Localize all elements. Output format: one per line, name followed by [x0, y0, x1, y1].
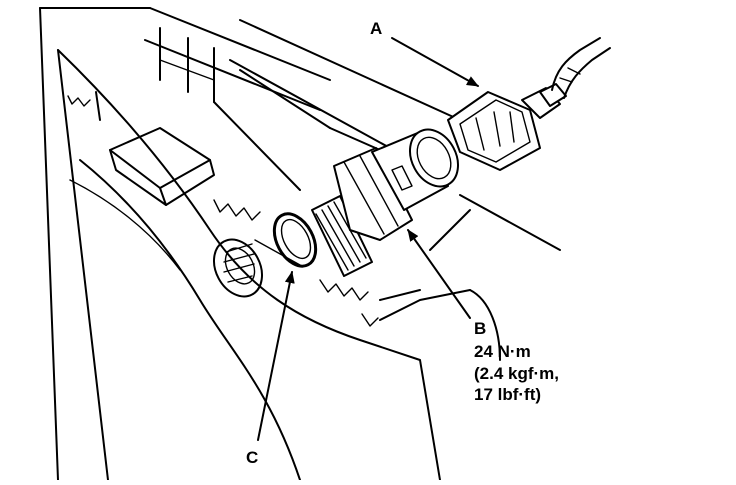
engine-housing	[39, 7, 561, 481]
callout-a-label: A	[370, 19, 382, 38]
leader-lines	[257, 37, 479, 441]
sensor-port	[213, 238, 263, 298]
wiring-connector	[447, 37, 611, 171]
leader-b-arrow	[407, 229, 471, 319]
sealing-washer	[272, 212, 318, 268]
leader-c-arrow	[257, 271, 295, 441]
temperature-sensor	[311, 128, 459, 277]
torque-spec-line3: 17 lbf·ft)	[474, 385, 541, 404]
leader-a-arrow	[391, 37, 479, 87]
torque-spec-line2: (2.4 kgf·m,	[474, 364, 559, 383]
callout-c-label: C	[246, 448, 258, 467]
torque-spec-line1: 24 N·m	[474, 342, 531, 361]
callout-b-label: B	[474, 319, 486, 338]
